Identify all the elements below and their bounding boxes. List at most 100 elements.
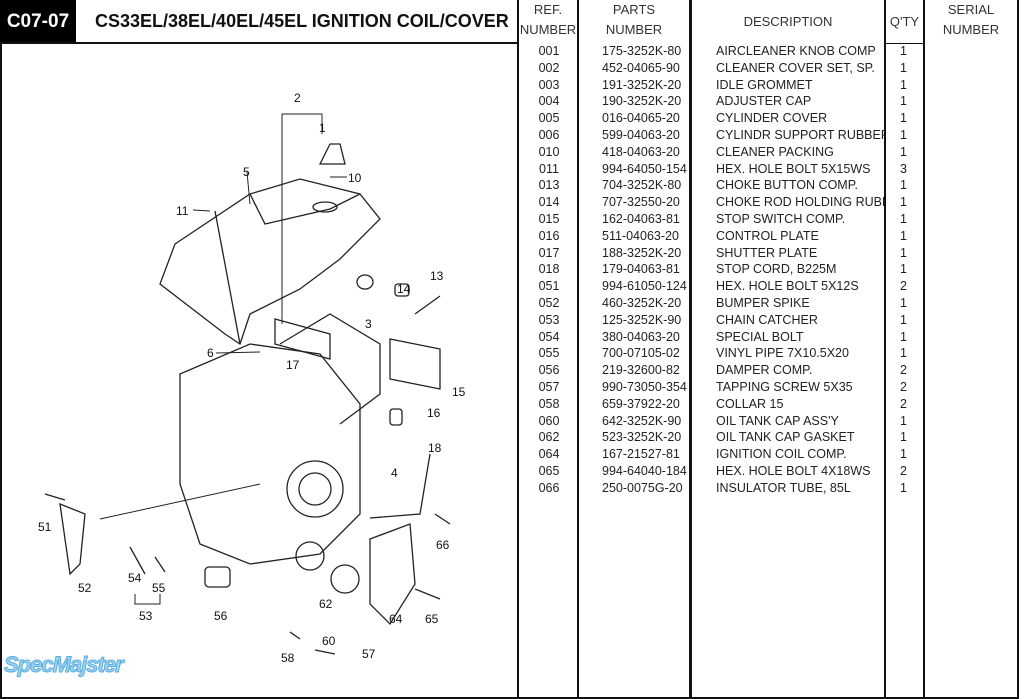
quantity: 1: [900, 413, 907, 428]
section-code: C07-07: [0, 0, 76, 43]
part-number: 642-3252K-90: [602, 413, 682, 428]
ref-number: 056: [538, 363, 560, 378]
callout-label: 54: [128, 571, 142, 585]
knob-shape: [318, 143, 346, 165]
part-number: 994-61050-124: [602, 279, 687, 294]
damper-shape: [204, 566, 231, 588]
callout-label: 3: [365, 317, 372, 331]
header-part-line1: PARTS: [612, 2, 656, 17]
part-number: 707-32550-20: [602, 195, 680, 210]
header-desc: DESCRIPTION: [743, 14, 833, 29]
description: CONTROL PLATE: [716, 228, 819, 243]
quantity: 1: [900, 111, 907, 126]
part-number: 460-3252K-20: [602, 296, 682, 310]
table-row: 058 659-37922-20 COLLAR 15 2: [520, 396, 1018, 413]
shutter-plate-shape: [274, 318, 331, 360]
description: INSULATOR TUBE, 85L: [716, 480, 851, 495]
column-divider: [1017, 0, 1019, 699]
quantity: 1: [900, 329, 907, 344]
column-divider: [517, 0, 519, 699]
callout-label: 15: [452, 385, 466, 399]
header-part: PARTS NUMBER: [579, 0, 689, 44]
callout-label: 11: [176, 204, 189, 218]
part-number: 380-04063-20: [602, 329, 680, 344]
ref-number: 011: [539, 161, 559, 176]
quantity: 2: [900, 279, 907, 294]
part-number: 179-04063-81: [602, 262, 680, 277]
page-title: CS33EL/38EL/40EL/45EL IGNITION COIL/COVE…: [95, 11, 509, 31]
quantity: 1: [900, 60, 907, 75]
ref-number: 051: [538, 279, 560, 294]
callout-label: 4: [391, 466, 398, 480]
part-number: 994-64040-184: [602, 464, 687, 478]
part-number: 452-04065-90: [602, 60, 680, 75]
description: CHOKE BUTTON COMP.: [716, 178, 858, 193]
callout-label: 65: [425, 612, 439, 626]
quantity: 1: [900, 430, 907, 445]
part-number: 125-3252K-90: [602, 312, 682, 327]
description: AIRCLEANER KNOB COMP: [716, 44, 876, 58]
callout-label: 16: [427, 406, 441, 420]
ref-number: 058: [538, 396, 560, 411]
quantity: 2: [900, 380, 907, 394]
quantity: 1: [900, 77, 907, 92]
exploded-parts-diagram: 2 1 10 5 11 3 13 14 6 17 15 16 4 18 51 5…: [38, 91, 466, 665]
watermark-logo: SpecMajster: [4, 652, 125, 678]
quantity: 1: [900, 346, 907, 361]
callout-label: 57: [362, 647, 376, 661]
quantity: 2: [900, 396, 907, 411]
description: IGNITION COIL COMP.: [716, 447, 847, 462]
description: HEX. HOLE BOLT 5X12S: [716, 279, 859, 294]
quantity: 1: [900, 228, 907, 243]
quantity: 1: [900, 144, 907, 159]
part-number: 190-3252K-20: [602, 94, 682, 109]
ref-number: 064: [538, 447, 560, 462]
callout-label: 58: [281, 651, 295, 665]
frame-left: [0, 43, 2, 699]
part-number: 994-64050-154: [602, 161, 687, 176]
ref-number: 013: [538, 178, 560, 193]
callout-label: 14: [397, 282, 411, 296]
ref-number: 004: [538, 94, 560, 109]
quantity: 1: [900, 94, 907, 109]
ref-number: 015: [538, 212, 560, 226]
ref-number: 017: [538, 245, 560, 260]
ref-number: 060: [538, 413, 560, 428]
description: SHUTTER PLATE: [716, 245, 818, 260]
ref-number: 002: [538, 60, 560, 75]
callout-label: 18: [428, 441, 442, 455]
callout-label: 60: [322, 634, 336, 648]
header-part-line2: NUMBER: [605, 22, 663, 37]
column-divider: [689, 0, 692, 699]
ignition-coil-shape: [369, 523, 416, 626]
description: COLLAR 15: [716, 396, 784, 411]
part-number: 511-04063-20: [602, 228, 679, 243]
ref-number: 055: [538, 346, 560, 361]
ref-number: 057: [538, 380, 560, 394]
column-divider: [577, 0, 579, 699]
callout-labels: 2 1 10 5 11 3 13 14 6 17 15 16 4 18 51 5…: [38, 91, 466, 665]
crankcase-shape: [179, 343, 361, 565]
part-number: 188-3252K-20: [602, 245, 682, 260]
description: CYLINDR SUPPORT RUBBER: [716, 128, 884, 142]
part-number: 219-32600-82: [602, 363, 680, 378]
description: IDLE GROMMET: [716, 77, 813, 92]
callout-label: 10: [348, 171, 362, 185]
ref-number: 014: [538, 195, 560, 210]
header-serial-line2: NUMBER: [942, 22, 1000, 37]
part-number: 659-37922-20: [602, 396, 680, 411]
description: VINYL PIPE 7X10.5X20: [716, 346, 849, 361]
callout-label: 64: [389, 612, 403, 626]
description: HEX. HOLE BOLT 5X15WS: [716, 161, 871, 176]
chain-catcher-shape: [59, 502, 86, 576]
